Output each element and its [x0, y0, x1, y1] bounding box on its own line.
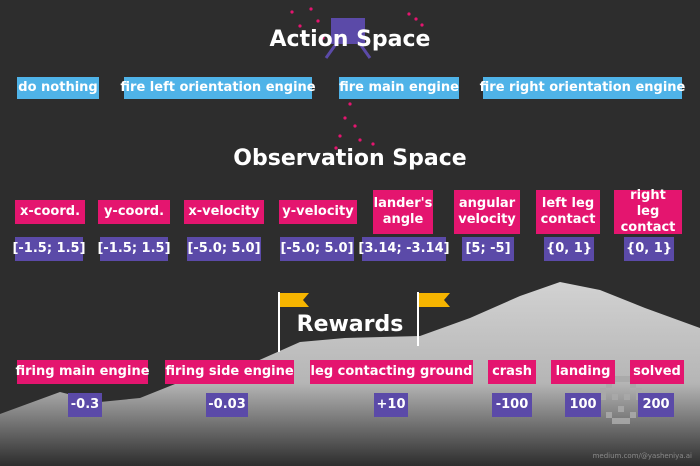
- particles: [290, 7, 424, 150]
- obs-label-angular-velocity: angular velocity: [454, 190, 520, 234]
- obs-range-landers-angle: [3.14; -3.14]: [358, 237, 450, 261]
- left-flag-icon: [278, 292, 309, 352]
- right-flag-icon: [417, 292, 450, 346]
- obs-label-landers-angle: lander's angle: [373, 190, 433, 234]
- observation-space-title: Observation Space: [233, 146, 467, 171]
- action-fire-right-orientation-engine: fire right orientation engine: [480, 77, 685, 99]
- obs-range-right-leg-contact: {0, 1}: [624, 237, 674, 261]
- obs-range-y-velocity: [-5.0; 5.0]: [280, 237, 354, 261]
- obs-range-x-coord: [-1.5; 1.5]: [12, 237, 86, 261]
- reward-label-crash: crash: [488, 360, 536, 384]
- reward-label-firing-side-engine: firing side engine: [165, 360, 294, 384]
- reward-value-solved: 200: [638, 393, 674, 417]
- obs-label-left-leg-contact: left leg contact: [536, 190, 600, 234]
- watermark: medium.com/@yasheniya.ai: [592, 452, 692, 460]
- obs-label-x-velocity: x-velocity: [184, 200, 264, 224]
- reward-value-firing-side-engine: -0.03: [206, 393, 248, 417]
- reward-value-leg-contacting-ground: +10: [374, 393, 408, 417]
- reward-label-landing: landing: [551, 360, 615, 384]
- obs-label-y-velocity: y-velocity: [279, 200, 357, 224]
- reward-label-solved: solved: [630, 360, 684, 384]
- reward-label-leg-contacting-ground: leg contacting ground: [310, 360, 473, 384]
- action-do-nothing: do nothing: [17, 77, 99, 99]
- reward-label-firing-main-engine: firing main engine: [15, 360, 150, 384]
- obs-range-y-coord: [-1.5; 1.5]: [97, 237, 171, 261]
- lander-icon: [324, 18, 372, 59]
- rewards-title: Rewards: [296, 312, 404, 337]
- obs-label-right-leg-contact: right leg contact: [614, 188, 682, 235]
- obs-label-y-coord: y-coord.: [98, 200, 170, 224]
- obs-label-x-coord: x-coord.: [15, 200, 85, 224]
- obs-range-x-velocity: [-5.0; 5.0]: [187, 237, 261, 261]
- action-fire-left-orientation-engine: fire left orientation engine: [120, 77, 316, 99]
- obs-range-angular-velocity: [5; -5]: [462, 237, 514, 261]
- obs-range-left-leg-contact: {0, 1}: [544, 237, 594, 261]
- action-space-title: Action Space: [269, 27, 431, 52]
- reward-value-crash: -100: [492, 393, 532, 417]
- reward-value-landing: 100: [565, 393, 601, 417]
- action-fire-main-engine: fire main engine: [339, 77, 459, 99]
- reward-value-firing-main-engine: -0.3: [68, 393, 102, 417]
